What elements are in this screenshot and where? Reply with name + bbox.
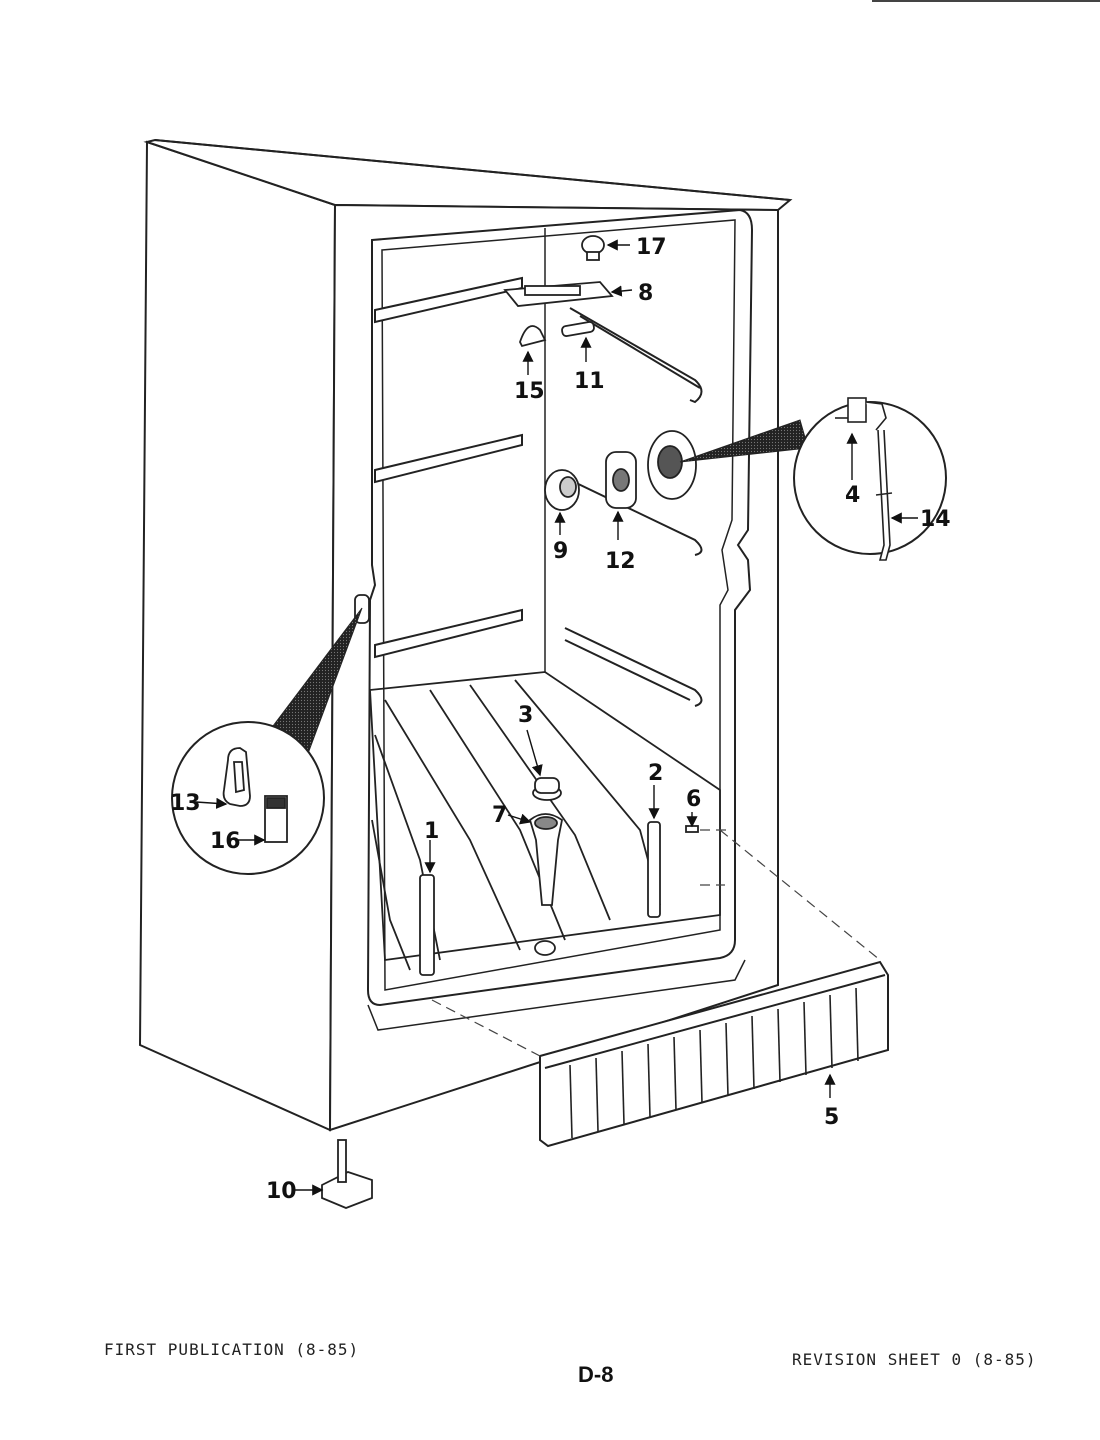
- callout-arrows: [195, 239, 918, 1196]
- part-1-shelf-support: [419, 874, 435, 976]
- cabinet-left-side: [138, 140, 337, 1132]
- callout-6: 6: [686, 787, 701, 812]
- part-10-leveling-leg: [321, 1171, 373, 1209]
- shelf-rails: [374, 276, 703, 707]
- part-4-thermostat-switch: [847, 397, 867, 423]
- callout-numbers: 17 8 15 11 9 12 4 14 3 7 2 6 1 5 10 13 1…: [170, 235, 951, 1204]
- part-drawings: [321, 235, 699, 1209]
- part-15-bulb-cover: [519, 325, 547, 348]
- part-6-screw: [685, 825, 699, 833]
- part-5-grille: [539, 960, 889, 1148]
- top-edge-rule: [872, 0, 1100, 2]
- part-14-sensing-tube: [877, 429, 891, 561]
- callout-13: 13: [170, 791, 201, 816]
- detail-circle-latch: [171, 607, 363, 875]
- callout-10: 10: [266, 1179, 297, 1204]
- detail-cone-thermostat: [679, 419, 809, 463]
- revision-note: REVISION SHEET 0 (8-85): [792, 1350, 1037, 1369]
- callout-3: 3: [518, 703, 533, 728]
- page-number: D-8: [578, 1362, 614, 1387]
- kick-plate-grille: [539, 960, 889, 1148]
- callout-15: 15: [514, 379, 545, 404]
- part-2-shelf-support: [647, 821, 661, 918]
- cabinet-outline: [138, 138, 793, 1132]
- callout-8: 8: [638, 281, 653, 306]
- inner-liner: [366, 208, 754, 1007]
- callout-14: 14: [920, 507, 951, 532]
- callout-12: 12: [605, 549, 636, 574]
- detail-circle-thermostat: [679, 397, 947, 561]
- cabinet-top: [143, 138, 793, 212]
- callout-11: 11: [574, 369, 605, 394]
- dashed-leader-lines: [431, 829, 881, 1057]
- callout-4: 4: [845, 483, 860, 508]
- first-publication-note: FIRST PUBLICATION (8-85): [104, 1340, 360, 1359]
- callout-9: 9: [553, 539, 568, 564]
- callout-2: 2: [648, 761, 663, 786]
- part-11-switch: [561, 321, 595, 337]
- callout-1: 1: [424, 819, 439, 844]
- callout-17: 17: [636, 235, 667, 260]
- callout-16: 16: [210, 829, 241, 854]
- callout-7: 7: [492, 803, 507, 828]
- callout-5: 5: [824, 1105, 839, 1130]
- part-7-drain-tube: [528, 813, 563, 906]
